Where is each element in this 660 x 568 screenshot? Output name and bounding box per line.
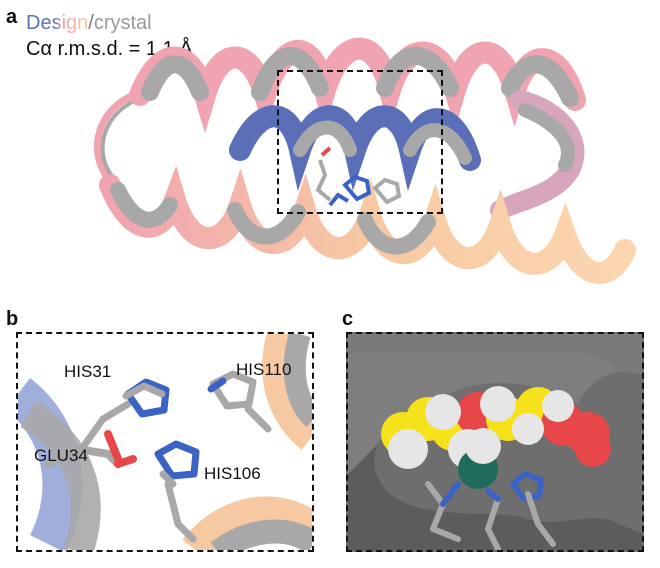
legend-rmsd: Cα r.m.s.d. = 1.1 Å bbox=[26, 38, 193, 60]
label-his31: HIS31 bbox=[64, 362, 112, 381]
top-helix bbox=[129, 37, 586, 134]
panel-a-structure bbox=[93, 37, 636, 284]
panel-c-frame bbox=[346, 332, 644, 552]
lower-helix bbox=[99, 165, 636, 284]
active-site-sidechains bbox=[315, 146, 402, 207]
his31-sidechain bbox=[74, 378, 170, 458]
label-his110: HIS110 bbox=[236, 360, 292, 379]
panel-c-structure bbox=[348, 334, 642, 550]
label-his106: HIS106 bbox=[204, 464, 261, 483]
glu34-sidechain bbox=[44, 430, 137, 468]
middle-helix-blue bbox=[229, 105, 481, 192]
panel-a-label: a bbox=[6, 6, 18, 28]
zoom-region-box bbox=[277, 70, 443, 214]
label-glu34: GLU34 bbox=[34, 446, 88, 465]
panel-c-label: c bbox=[342, 308, 354, 330]
panel-b-structure bbox=[18, 334, 312, 550]
ligand-spheres bbox=[381, 386, 611, 489]
his110-sidechain bbox=[207, 370, 272, 433]
panel-b-frame: HIS31 HIS110 GLU34 HIS106 bbox=[16, 332, 314, 552]
his106-sidechain bbox=[154, 440, 200, 543]
legend-design: Design bbox=[26, 12, 89, 34]
right-helix bbox=[490, 90, 585, 220]
panel-b-label: b bbox=[6, 308, 19, 330]
legend: Design/crystal Cα r.m.s.d. = 1.1 Å bbox=[26, 10, 193, 62]
panel-c-sidechains bbox=[425, 471, 556, 550]
legend-crystal: crystal bbox=[93, 12, 152, 34]
legend-slash: / bbox=[88, 12, 94, 34]
